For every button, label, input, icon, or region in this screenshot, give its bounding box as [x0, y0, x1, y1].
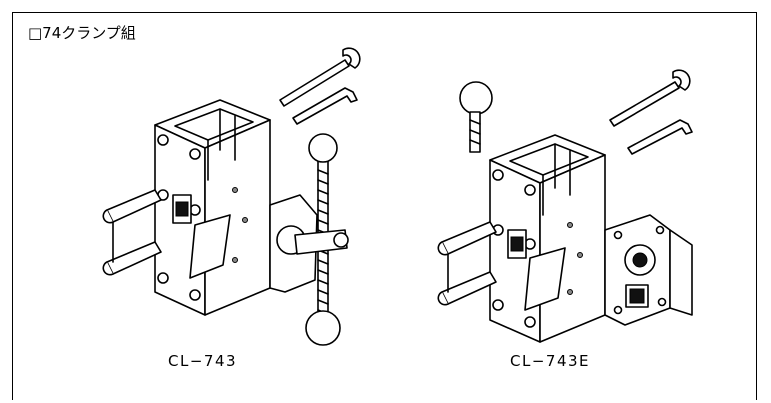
- side-bracket: [269, 194, 318, 293]
- lever-handle: [437, 221, 566, 311]
- page-title: □74クランプ組: [28, 24, 136, 42]
- wrench-icon: [279, 47, 361, 107]
- figure-cl-743e: [430, 30, 720, 350]
- screw-rod: [294, 133, 349, 346]
- document-frame: [12, 12, 757, 400]
- hex-key-icon: [292, 87, 358, 125]
- wrench-icon: [609, 69, 691, 127]
- clamp-with-handle-icon: [102, 47, 361, 346]
- clamp-with-encoder-icon: [437, 69, 693, 343]
- encoder-housing: [604, 214, 693, 326]
- caption-cl-743e: CL−743E: [510, 352, 591, 370]
- caption-cl-743: CL−743: [168, 352, 238, 370]
- clamp-body: [489, 134, 606, 343]
- ball-lever: [459, 81, 493, 153]
- lever-handle: [102, 189, 231, 279]
- hex-key-icon: [627, 119, 693, 155]
- clamp-body: [154, 99, 271, 316]
- figure-cl-743: [95, 30, 365, 350]
